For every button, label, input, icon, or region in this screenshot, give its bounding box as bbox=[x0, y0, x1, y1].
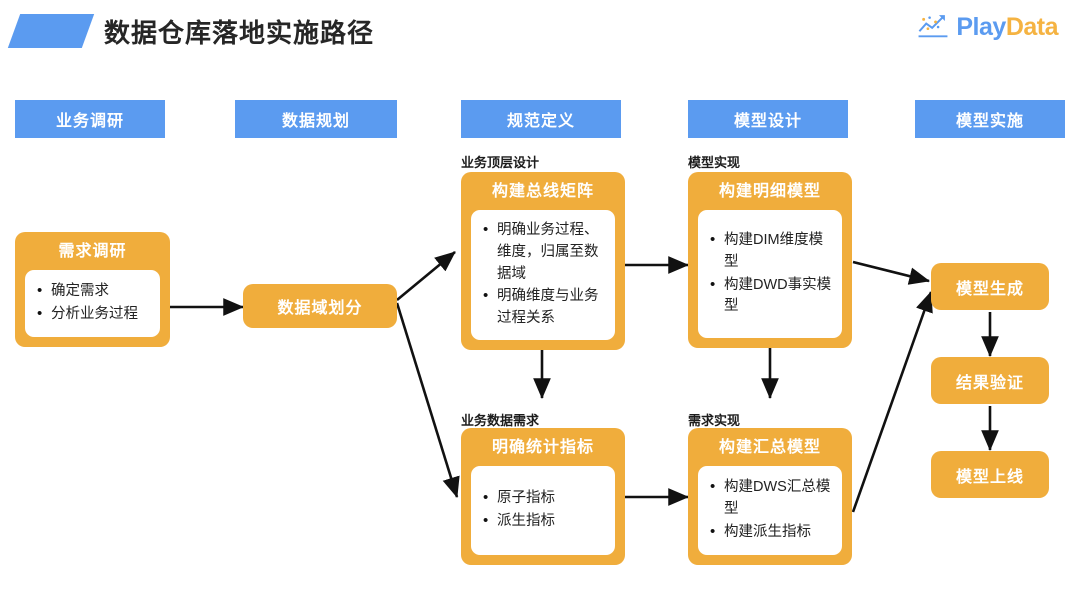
arrow-domain-to-index bbox=[395, 302, 460, 498]
bullet-item: 构建DWS汇总模型 bbox=[710, 476, 832, 521]
bullet-item: 明确维度与业务过程关系 bbox=[483, 285, 605, 330]
logo-text-play: Play bbox=[956, 12, 1006, 41]
stage-header-label: 数据规划 bbox=[281, 113, 350, 130]
caption-requirement-implementation: 需求实现 bbox=[688, 413, 741, 428]
stage-header-label: 模型设计 bbox=[733, 113, 802, 130]
page-title: 数据仓库落地实施路径 bbox=[104, 18, 375, 48]
bullet-item: 构建派生指标 bbox=[710, 521, 832, 544]
node-body: 构建DIM维度模型 构建DWD事实模型 bbox=[698, 210, 842, 338]
stage-header-5[interactable]: 模型实施 bbox=[915, 100, 1065, 138]
arrow-domain-to-busmatrix bbox=[396, 250, 456, 302]
bullet-item: 构建DIM维度模型 bbox=[710, 229, 832, 274]
node-label: 数据域划分 bbox=[277, 300, 363, 317]
node-title: 构建明细模型 bbox=[718, 183, 821, 200]
node-model-online[interactable]: 模型上线 bbox=[931, 451, 1049, 498]
node-title: 构建总线矩阵 bbox=[491, 183, 594, 200]
stage-header-4[interactable]: 模型设计 bbox=[688, 100, 848, 138]
caption-business-data-requirement: 业务数据需求 bbox=[461, 413, 540, 428]
node-result-verify[interactable]: 结果验证 bbox=[931, 357, 1049, 404]
logo-text: PlayData bbox=[956, 13, 1058, 42]
stage-header-label: 模型实施 bbox=[955, 113, 1024, 130]
node-title: 需求调研 bbox=[58, 243, 127, 260]
node-summary-model[interactable]: 构建汇总模型 构建DWS汇总模型 构建派生指标 bbox=[688, 428, 852, 565]
arrow-summary-to-generate bbox=[851, 291, 933, 513]
node-model-generate[interactable]: 模型生成 bbox=[931, 263, 1049, 310]
title-accent-shape bbox=[7, 14, 95, 48]
stage-header-2[interactable]: 数据规划 bbox=[235, 100, 397, 138]
bullet-item: 构建DWD事实模型 bbox=[710, 274, 832, 319]
node-title: 明确统计指标 bbox=[491, 439, 594, 456]
bullet-item: 派生指标 bbox=[483, 510, 605, 533]
node-requirement-research[interactable]: 需求调研 确定需求 分析业务过程 bbox=[15, 232, 170, 347]
stage-header-1[interactable]: 业务调研 bbox=[15, 100, 165, 138]
node-body: 原子指标 派生指标 bbox=[471, 466, 615, 555]
stage-header-3[interactable]: 规范定义 bbox=[461, 100, 621, 138]
node-detail-model[interactable]: 构建明细模型 构建DIM维度模型 构建DWD事实模型 bbox=[688, 172, 852, 348]
node-statistic-index[interactable]: 明确统计指标 原子指标 派生指标 bbox=[461, 428, 625, 565]
trend-chart-icon bbox=[918, 15, 948, 38]
stage-header-label: 业务调研 bbox=[55, 113, 124, 130]
bullet-item: 原子指标 bbox=[483, 487, 605, 510]
node-title: 构建汇总模型 bbox=[718, 439, 821, 456]
node-bus-matrix[interactable]: 构建总线矩阵 明确业务过程、维度，归属至数据域 明确维度与业务过程关系 bbox=[461, 172, 625, 350]
node-body: 确定需求 分析业务过程 bbox=[25, 270, 160, 337]
node-body: 构建DWS汇总模型 构建派生指标 bbox=[698, 466, 842, 555]
node-body: 明确业务过程、维度，归属至数据域 明确维度与业务过程关系 bbox=[471, 210, 615, 340]
bullet-item: 确定需求 bbox=[37, 280, 150, 303]
node-label: 结果验证 bbox=[955, 374, 1024, 392]
node-data-domain[interactable]: 数据域划分 bbox=[243, 284, 397, 328]
node-label: 模型上线 bbox=[955, 468, 1024, 486]
caption-model-implementation: 模型实现 bbox=[688, 155, 741, 170]
arrow-detail-to-generate bbox=[852, 260, 931, 285]
playdata-logo: PlayData bbox=[916, 12, 1059, 42]
node-label: 模型生成 bbox=[955, 280, 1024, 298]
logo-text-data: Data bbox=[1005, 12, 1059, 41]
stage-header-label: 规范定义 bbox=[506, 113, 575, 130]
bullet-item: 分析业务过程 bbox=[37, 303, 150, 326]
caption-business-top-design: 业务顶层设计 bbox=[461, 155, 540, 170]
bullet-item: 明确业务过程、维度，归属至数据域 bbox=[483, 219, 605, 285]
